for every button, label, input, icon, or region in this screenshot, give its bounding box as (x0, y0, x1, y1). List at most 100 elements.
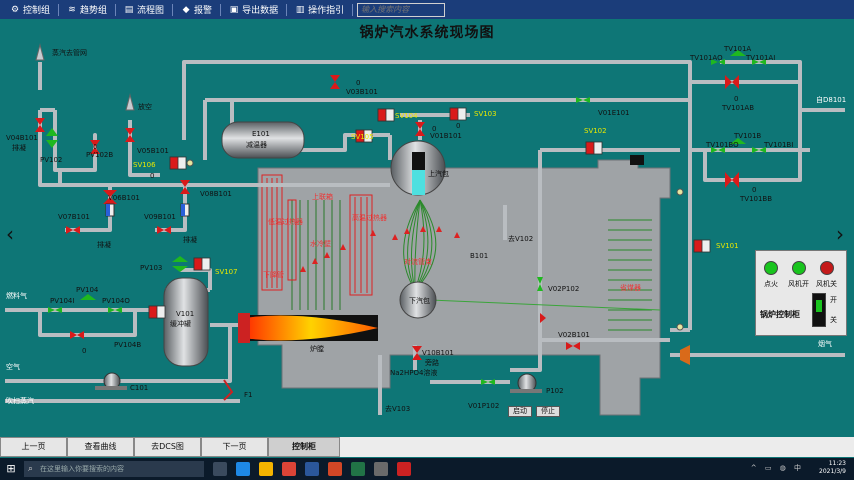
app-icon[interactable] (374, 462, 388, 476)
label-v02b101: V02B101 (558, 331, 590, 339)
label-vent: 放空 (138, 103, 152, 111)
toolbar-guide[interactable]: ▥操作指引 (295, 4, 345, 17)
windows-start-icon[interactable]: ⊞ (6, 462, 16, 475)
prev-page-button[interactable]: 上一页 (0, 437, 67, 457)
guide-icon: ▥ (295, 4, 305, 15)
toolbar-export[interactable]: ▣导出数据 (229, 4, 279, 17)
ignite-lamp[interactable] (764, 261, 778, 275)
label-p102: P102 (546, 387, 564, 395)
label-water-wall: 水冷壁 (310, 240, 331, 248)
label-v03b101: V03B101 (346, 88, 378, 96)
pipe-to-flue (680, 345, 690, 365)
word-icon[interactable] (305, 462, 319, 476)
label-bypass: 旁路 (425, 359, 439, 367)
next-page-button[interactable]: 下一页 (201, 437, 268, 457)
pipe-joints (186, 159, 684, 331)
lower-drum (399, 281, 437, 319)
label-pv104: PV104 (76, 286, 99, 294)
chrome-icon[interactable] (282, 462, 296, 476)
explorer-icon[interactable] (259, 462, 273, 476)
filter-f1-icon (223, 379, 234, 401)
buffer-tank-v101 (163, 277, 209, 367)
desuperheater-e101 (221, 121, 305, 159)
label-flue-gas: 烟气 (818, 340, 832, 348)
label-upper-header: 上联箱 (312, 193, 333, 201)
label-sv104: SV104 (395, 112, 418, 120)
label-na2hpo4: Na2HPO4溶液 (390, 369, 438, 377)
label-pv102b: PV102B (86, 151, 114, 159)
next-arrow-icon[interactable]: › (836, 222, 844, 246)
pump-start-button[interactable]: 启动 (508, 406, 532, 417)
toolbar-trend-group[interactable]: ≋趋势组 (68, 4, 108, 17)
label-tv101ab: TV101AB (722, 104, 755, 112)
label-b101: B101 (470, 252, 489, 260)
label-convection: 对流管束 (404, 258, 432, 266)
label-sv103: SV103 (474, 110, 497, 118)
view-curve-button[interactable]: 查看曲线 (67, 437, 134, 457)
label-superheater-low: 低温过热器 (268, 218, 303, 226)
label-v08b101: V08B101 (200, 190, 232, 198)
control-cabinet-button[interactable]: 控制柜 (268, 437, 340, 457)
label-fuel-gas: 燃料气 (6, 292, 27, 300)
flowchart-icon: ▤ (124, 4, 134, 15)
label-drain-1: 排凝 (12, 144, 26, 152)
label-tv101a: TV101A (724, 45, 752, 53)
scada-app-icon[interactable] (397, 462, 411, 476)
toolbar-separator (220, 3, 222, 16)
label-v05b101: V05B101 (137, 147, 169, 155)
label-tv101ao: TV101AO (690, 54, 723, 62)
label-superheater-high: 高温过热器 (352, 214, 387, 222)
excel-icon[interactable] (351, 462, 365, 476)
label-from-d8101: 自D8101 (816, 96, 847, 104)
label-sv105: SV105 (351, 133, 374, 141)
search-input[interactable] (357, 2, 446, 17)
label-to-v103: 去V103 (385, 405, 411, 413)
label-to-v102: 去V102 (508, 235, 534, 243)
trend-icon: ≋ (68, 4, 76, 15)
label-tv101bi: TV101BI (764, 141, 794, 149)
label-sv106-value: 0 (150, 172, 155, 180)
label-tv101bb: TV101BB (740, 195, 773, 203)
label-v04b101: V04B101 (6, 134, 38, 142)
panel-switch[interactable] (812, 293, 826, 327)
toolbar-separator (352, 3, 354, 16)
taskbar-clock[interactable]: 11:23 2021/3/9 (819, 460, 846, 475)
label-v01b101: V01B101 (430, 132, 462, 140)
label-pv104i: PV104I (50, 297, 75, 305)
fan-on-lamp[interactable] (792, 261, 806, 275)
toolbar-control-group[interactable]: ⚙控制组 (10, 4, 51, 17)
vent-stack (35, 43, 135, 111)
taskbar-search[interactable]: 在这里输入你要搜索的内容 (24, 461, 204, 477)
label-c101: C101 (130, 384, 149, 392)
panel-fan-off-label: 风机关 (816, 280, 837, 288)
alarm-icon: ◆ (182, 4, 190, 15)
prev-arrow-icon[interactable]: ‹ (6, 222, 14, 246)
label-tv101bb-value: 0 (752, 186, 757, 194)
label-down-pipe: 下降管 (263, 271, 284, 279)
toolbar-alarm[interactable]: ◆报警 (182, 4, 213, 17)
furnace-internals (261, 174, 652, 331)
valves-red (35, 75, 739, 360)
label-pv103: PV103 (140, 264, 163, 272)
label-v10b101: V10B101 (422, 349, 454, 357)
pump-p102 (510, 373, 542, 393)
manual-valves (105, 203, 190, 217)
page-title: 锅炉汽水系统现场图 (359, 25, 495, 41)
label-drain-2: 排凝 (97, 241, 111, 249)
label-pv104b: PV104B (114, 341, 142, 349)
pump-stop-button[interactable]: 停止 (536, 406, 560, 417)
fan-off-lamp[interactable] (820, 261, 834, 275)
go-dcs-button[interactable]: 去DCS图 (134, 437, 201, 457)
toolbar-separator (172, 3, 174, 16)
toolbar-flowchart[interactable]: ▤流程图 (124, 4, 165, 17)
valves-green (46, 50, 766, 385)
edge-icon[interactable] (236, 462, 250, 476)
label-f1: F1 (244, 391, 253, 399)
task-view-icon[interactable] (213, 462, 227, 476)
ppt-icon[interactable] (328, 462, 342, 476)
bottom-nav-bar: 上一页 查看曲线 去DCS图 下一页 控制柜 (0, 437, 854, 457)
system-tray-icon[interactable]: ^ ▭ ◍ 中 (750, 464, 804, 472)
label-pv102: PV102 (40, 156, 63, 164)
label-economizer: 省煤器 (620, 284, 641, 292)
label-upper-drum: 上汽包 (428, 170, 449, 178)
